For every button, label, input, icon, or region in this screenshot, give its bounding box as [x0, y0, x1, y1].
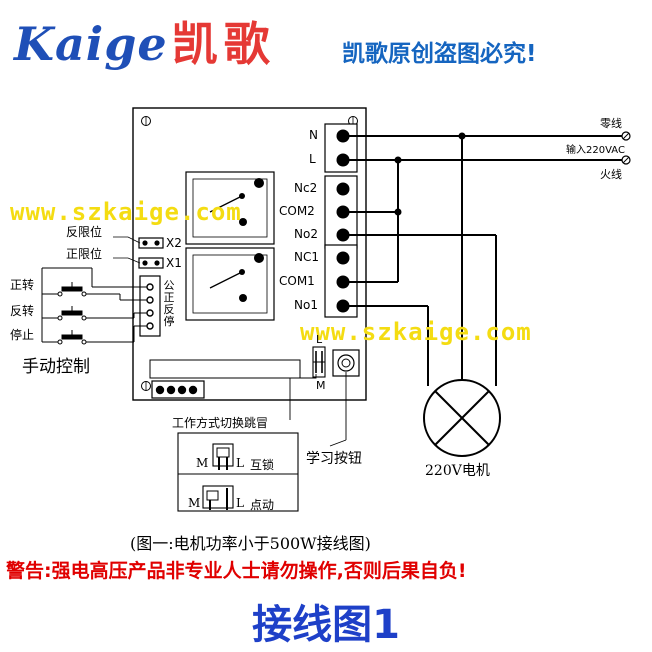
brand-cn: 凯歌: [171, 17, 276, 71]
figure-caption: (图一:电机功率小于500W接线图): [130, 534, 371, 553]
brand-latin: Kaige: [14, 17, 168, 71]
x2-label: X2: [166, 236, 182, 250]
power-wiring: [343, 135, 622, 386]
junction-dot: [394, 156, 402, 164]
relay-1: [185, 247, 275, 321]
jog-m-label: M: [188, 496, 201, 510]
live-wire-label: 火线: [600, 168, 622, 181]
stop-label: 停止: [10, 328, 35, 342]
copyright-notice: 凯歌原创盗图必究!: [342, 41, 537, 67]
interlock-m-label: M: [196, 456, 209, 470]
mount-hole: [141, 381, 151, 391]
side-label-forward: 正: [163, 291, 175, 304]
watermark-url: www.szkaige.com: [300, 318, 532, 346]
terminal-label-nc2: Nc2: [294, 181, 318, 195]
learn-button-label: 学习按钮: [306, 451, 362, 467]
page-title: 接线图1: [252, 602, 400, 648]
interlock-l-label: L: [236, 456, 244, 470]
limit-connector-x2: [138, 237, 164, 249]
neutral-wire-label: 零线: [600, 117, 622, 130]
motor-label: 220V电机: [425, 463, 490, 479]
x1-label: X1: [166, 256, 182, 270]
terminal-label-com1: COM1: [279, 274, 315, 288]
terminal-label-n: N: [309, 128, 318, 142]
input-voltage-label: 输入220VAC: [566, 145, 625, 156]
junction-dot: [394, 208, 402, 216]
manual-buttons: [41, 267, 147, 345]
manual-control-connector: [139, 275, 161, 337]
terminal-label-com2: COM2: [279, 204, 315, 218]
jog-label: 点动: [250, 498, 275, 512]
jumper-title: 工作方式切换跳冒: [172, 416, 269, 430]
jumper-mode-box: [177, 432, 299, 512]
bottom-4pin-connector: [151, 380, 205, 399]
mode-jumper-header: [312, 346, 326, 378]
learn-button[interactable]: [332, 349, 360, 377]
terminal-label-no2: No2: [294, 227, 318, 241]
terminal-block-power: [324, 123, 358, 173]
connector-side-labels: 公 正 反 停: [163, 280, 177, 328]
reverse-limit-label: 反限位: [66, 225, 103, 239]
side-label-common: 公: [163, 279, 175, 292]
mount-hole: [141, 116, 151, 126]
jumper-l-label: L: [316, 333, 323, 346]
terminal-label-nc1: NC1: [294, 250, 319, 264]
reverse-label: 反转: [10, 304, 35, 318]
brand-logo: Kaige凯歌: [14, 8, 276, 74]
board-header-strip: [149, 359, 301, 379]
forward-limit-label: 正限位: [66, 247, 103, 261]
interlock-label: 互锁: [250, 458, 275, 472]
forward-label: 正转: [10, 278, 35, 292]
terminal-label-l: L: [309, 152, 316, 166]
motor-symbol: [423, 379, 501, 457]
junction-dot: [458, 132, 466, 140]
limit-connector-x1: [138, 257, 164, 269]
side-label-reverse: 反: [163, 303, 175, 316]
jog-l-label: L: [236, 496, 244, 510]
warning-text: 警告:强电高压产品非专业人士请勿操作,否则后果自负!: [6, 560, 467, 582]
side-label-stop: 停: [163, 315, 175, 328]
manual-control-title: 手动控制: [22, 357, 90, 377]
terminal-label-no1: No1: [294, 298, 318, 312]
watermark-url: www.szkaige.com: [10, 198, 242, 226]
relay-2: [185, 171, 275, 245]
jumper-m-label: M: [316, 379, 326, 392]
